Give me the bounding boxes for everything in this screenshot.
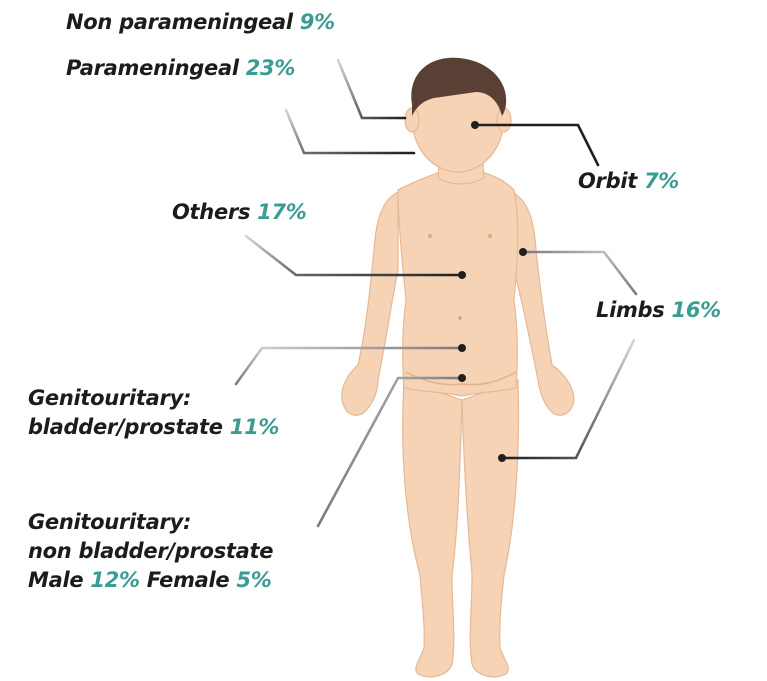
site-name-line2: non bladder/prostate bbox=[28, 537, 273, 566]
child-figure bbox=[342, 64, 574, 677]
dot-gu-non-bladder bbox=[458, 374, 466, 382]
right-nipple bbox=[488, 234, 492, 238]
left-arm bbox=[342, 192, 398, 415]
site-percent: 16% bbox=[672, 298, 721, 322]
label-limbs: Limbs 16% bbox=[596, 296, 721, 325]
sex-breakdown-row: Male 12% Female 5% bbox=[28, 566, 273, 595]
site-name-line2: bladder/prostate bbox=[28, 415, 223, 439]
dot-orbit bbox=[471, 121, 479, 129]
site-name-line2-row: bladder/prostate 11% bbox=[28, 413, 279, 442]
site-name-line1: Genitouritary: bbox=[28, 508, 273, 537]
dot-others bbox=[458, 271, 466, 279]
site-percent: 7% bbox=[644, 169, 679, 193]
site-name-line1: Genitouritary: bbox=[28, 384, 279, 413]
site-percent: 17% bbox=[257, 200, 306, 224]
female-percent: 5% bbox=[236, 568, 271, 592]
leader-parameningeal bbox=[286, 110, 414, 153]
label-parameningeal: Parameningeal 23% bbox=[66, 54, 295, 83]
right-leg bbox=[462, 380, 518, 677]
dot-gu-bladder bbox=[458, 344, 466, 352]
male-label: Male bbox=[28, 568, 83, 592]
site-name: Orbit bbox=[578, 169, 637, 193]
label-non-parameningeal: Non parameningeal 9% bbox=[66, 8, 335, 37]
label-orbit: Orbit 7% bbox=[578, 167, 679, 196]
left-leg bbox=[403, 380, 462, 677]
site-name: Non parameningeal bbox=[66, 10, 293, 34]
site-percent: 9% bbox=[300, 10, 335, 34]
site-name: Parameningeal bbox=[66, 56, 239, 80]
label-gu-bladder: Genitouritary: bladder/prostate 11% bbox=[28, 384, 279, 442]
label-gu-non-bladder: Genitouritary: non bladder/prostate Male… bbox=[28, 508, 273, 595]
leader-non-parameningeal bbox=[338, 60, 405, 118]
navel bbox=[458, 316, 462, 320]
female-label: Female bbox=[147, 568, 230, 592]
left-nipple bbox=[428, 234, 432, 238]
site-name: Limbs bbox=[596, 298, 665, 322]
dot-limbs-arm bbox=[519, 248, 527, 256]
male-percent: 12% bbox=[90, 568, 139, 592]
site-percent: 11% bbox=[230, 415, 279, 439]
torso bbox=[398, 170, 518, 396]
right-arm bbox=[512, 192, 574, 415]
label-others: Others 17% bbox=[172, 198, 307, 227]
site-name: Others bbox=[172, 200, 250, 224]
site-percent: 23% bbox=[246, 56, 295, 80]
dot-limbs-leg bbox=[498, 454, 506, 462]
